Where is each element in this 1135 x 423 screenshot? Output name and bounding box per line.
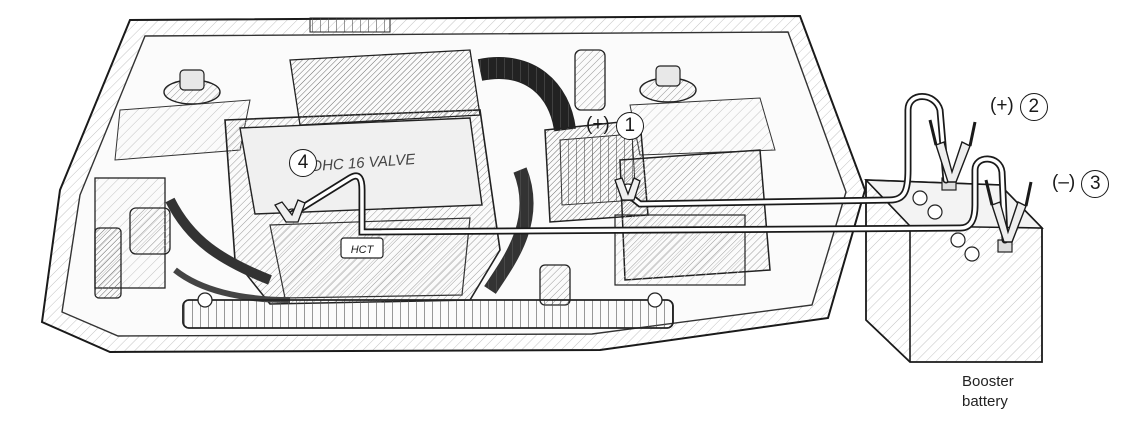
callout-1: (+)1 bbox=[586, 112, 644, 140]
car-positive-clamp bbox=[614, 177, 641, 201]
radiator-support bbox=[182, 292, 674, 329]
booster-negative-clamp bbox=[984, 179, 1033, 243]
booster-battery bbox=[864, 177, 1044, 363]
caption-line-2: battery bbox=[962, 393, 1008, 410]
callout-4: 4 bbox=[289, 149, 317, 177]
booster-battery-caption: Booster battery bbox=[962, 372, 1014, 412]
callout-3-sign: (–) bbox=[1052, 172, 1076, 194]
jumper-cables bbox=[288, 93, 1009, 244]
callout-1-sign: (+) bbox=[586, 114, 610, 136]
callout-4-number: 4 bbox=[289, 149, 317, 177]
engine-badge-text: HCT bbox=[351, 244, 375, 256]
caption-line-1: Booster bbox=[962, 373, 1014, 390]
callout-2-sign: (+) bbox=[990, 95, 1014, 117]
callout-1-number: 1 bbox=[615, 112, 644, 140]
right-strut-tower bbox=[629, 65, 776, 156]
callout-2: (+)2 bbox=[990, 93, 1048, 121]
engine-badge bbox=[340, 237, 384, 259]
engine-ground-clamp bbox=[274, 199, 306, 223]
car-battery bbox=[614, 149, 771, 286]
intake-hose bbox=[477, 49, 606, 132]
callout-2-number: 2 bbox=[1019, 93, 1048, 121]
callout-3-number: 3 bbox=[1081, 170, 1110, 198]
left-components bbox=[94, 177, 291, 303]
booster-positive-clamp bbox=[928, 119, 977, 183]
callout-3: (–)3 bbox=[1052, 170, 1110, 198]
